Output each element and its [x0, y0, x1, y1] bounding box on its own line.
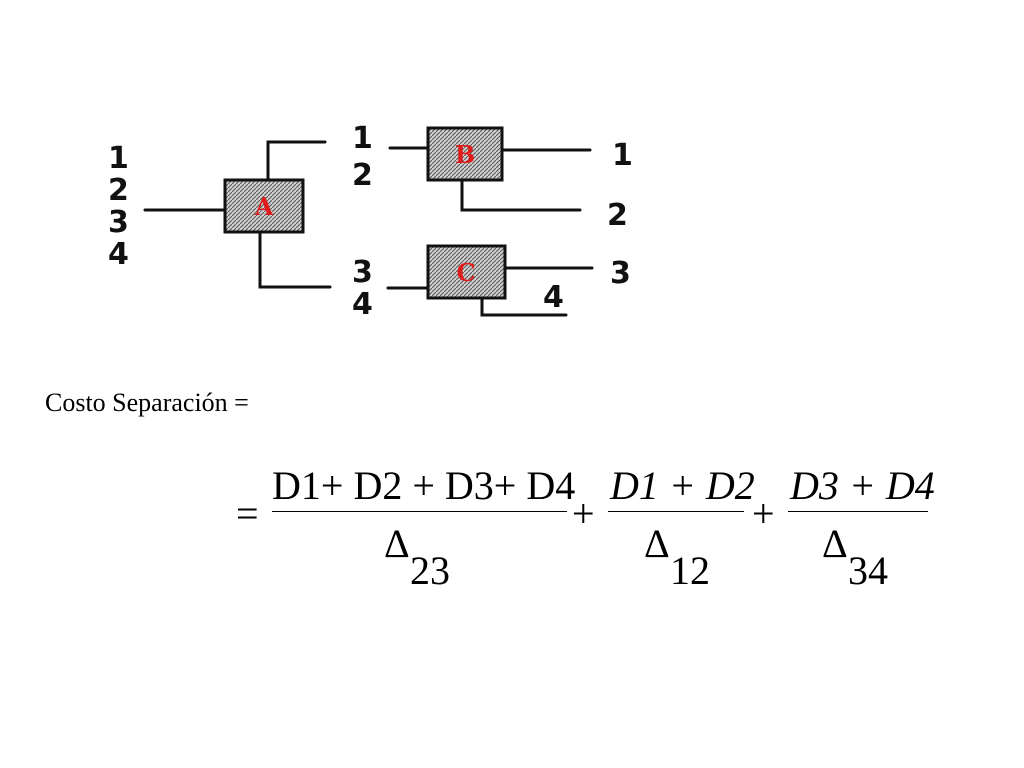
input-label-1: 1 — [108, 141, 129, 176]
term2-delta: Δ — [644, 521, 670, 566]
separator-box-a — [223, 178, 305, 234]
term1-subscript: 23 — [410, 548, 450, 593]
input-label-3: 3 — [108, 205, 129, 240]
separator-box-b — [426, 126, 504, 182]
box-a-label: A — [254, 192, 274, 221]
a-top-line — [266, 140, 327, 182]
a-top-label-2: 2 — [352, 158, 373, 193]
term1-numerator: D1+ D2 + D3+ D4 — [272, 463, 576, 508]
output-label-2: 2 — [607, 198, 628, 233]
output-label-4: 4 — [543, 280, 564, 315]
term3-numerator: D3 + D4 — [790, 463, 935, 508]
b-out2-line — [460, 178, 582, 212]
term2-numerator: D1 + D2 — [610, 463, 755, 508]
output-label-3: 3 — [610, 256, 631, 291]
a-bottom-line — [258, 230, 332, 289]
a-top-label-1: 1 — [352, 121, 373, 156]
cost-label: Costo Separación = — [45, 388, 249, 417]
separator-box-c — [426, 244, 507, 300]
term3-fraction-bar — [788, 511, 928, 512]
input-label-4: 4 — [108, 237, 129, 272]
term3-subscript: 34 — [848, 548, 888, 593]
box-c-label: C — [456, 258, 475, 287]
a-bottom-label-3: 3 — [352, 255, 373, 290]
term1-delta: Δ — [384, 521, 410, 566]
c-out4-line — [480, 296, 568, 317]
input-label-2: 2 — [108, 173, 129, 208]
term2-fraction-bar — [608, 511, 744, 512]
term2-subscript: 12 — [670, 548, 710, 593]
plus-sign-2: + — [752, 491, 775, 536]
separation-diagram: 1 2 3 4 A B C 1 2 3 4 1 2 3 4 — [108, 121, 633, 322]
plus-sign-1: + — [572, 491, 595, 536]
box-b-label: B — [455, 140, 475, 169]
term1-fraction-bar — [272, 511, 567, 512]
equals-sign: = — [236, 491, 259, 536]
term3-delta: Δ — [822, 521, 848, 566]
output-label-1: 1 — [612, 138, 633, 173]
a-bottom-label-4: 4 — [352, 287, 373, 322]
